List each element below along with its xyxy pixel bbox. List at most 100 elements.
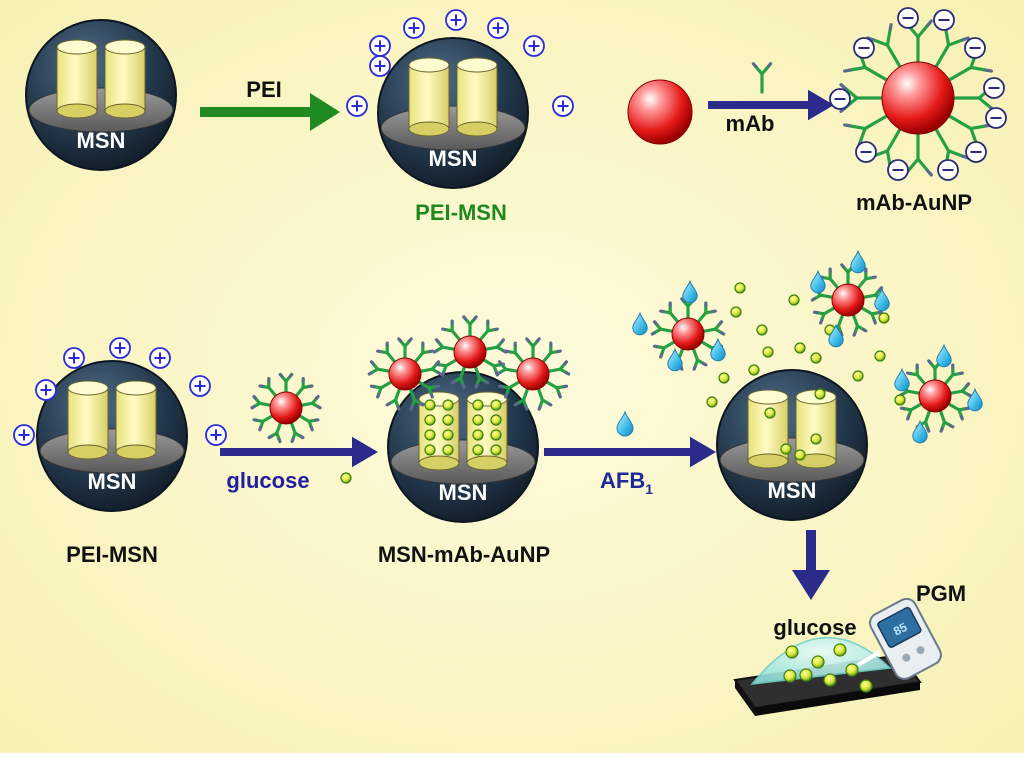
loaded-glucose-dot <box>443 445 453 455</box>
gold-nanoparticle-icon <box>628 80 692 144</box>
loaded-glucose-dot <box>473 445 483 455</box>
glucose-label: glucose <box>226 468 309 493</box>
msn-disk <box>720 438 864 482</box>
negative-charge <box>986 108 1006 128</box>
pei-msn-label-green: PEI-MSN <box>415 200 507 225</box>
msn-disk <box>29 88 173 132</box>
loaded-glucose-dot <box>473 400 483 410</box>
positive-charge <box>347 96 367 116</box>
gold-nanoparticle-icon <box>517 358 549 390</box>
loaded-glucose-dot <box>491 415 501 425</box>
glucose-dot <box>895 395 905 405</box>
msn-pore <box>68 381 108 459</box>
loaded-glucose-dot <box>473 415 483 425</box>
remaining-glucose-dot <box>795 450 805 460</box>
negative-charge <box>966 142 986 162</box>
gold-nanoparticle-icon <box>832 284 864 316</box>
negative-charge <box>965 38 985 58</box>
msn-label: MSN <box>429 146 478 171</box>
negative-charge <box>856 142 876 162</box>
glucose-dot <box>853 371 863 381</box>
negative-charge <box>830 89 850 109</box>
glucose-dot <box>341 473 351 483</box>
loaded-glucose-dot <box>425 415 435 425</box>
glucose-dot <box>789 295 799 305</box>
positive-charge <box>488 18 508 38</box>
dome-glucose-dot <box>834 644 846 656</box>
glucose-dot <box>757 325 767 335</box>
glucose-dot <box>795 343 805 353</box>
dome-glucose-dot <box>812 656 824 668</box>
negative-charge <box>938 160 958 180</box>
loaded-glucose-dot <box>425 445 435 455</box>
msn-pore <box>116 381 156 459</box>
pgm-label: PGM <box>916 581 966 606</box>
gold-nanoparticle-icon <box>389 358 421 390</box>
positive-charge <box>150 348 170 368</box>
remaining-glucose-dot <box>781 444 791 454</box>
negative-charge <box>898 8 918 28</box>
remaining-glucose-dot <box>765 408 775 418</box>
mab-aunp-label: mAb-AuNP <box>856 190 972 215</box>
dome-glucose-dot <box>860 680 872 692</box>
glucose-readout-label: glucose <box>773 615 856 640</box>
glucose-dot <box>749 365 759 375</box>
msn-pore <box>57 40 97 118</box>
gold-nanoparticle-icon <box>919 380 951 412</box>
negative-charge <box>984 78 1004 98</box>
positive-charge <box>36 380 56 400</box>
positive-charge <box>14 425 34 445</box>
positive-charge <box>446 10 466 30</box>
msn-top-pei: MSN <box>378 38 528 188</box>
dome-glucose-dot <box>786 646 798 658</box>
positive-charge <box>110 338 130 358</box>
glucose-dot <box>875 351 885 361</box>
loaded-glucose-dot <box>491 400 501 410</box>
positive-charge <box>370 56 390 76</box>
msn-disk <box>381 106 525 150</box>
dome-glucose-dot <box>784 670 796 682</box>
remaining-glucose-dot <box>811 434 821 444</box>
glucose-dot <box>815 389 825 399</box>
msn-released: MSN <box>717 370 867 520</box>
negative-charge <box>854 38 874 58</box>
glucose-dot <box>719 373 729 383</box>
msn-pore <box>748 390 788 468</box>
positive-charge <box>553 96 573 116</box>
loaded-glucose-dot <box>425 400 435 410</box>
glucose-dot <box>811 353 821 363</box>
loaded-glucose-dot <box>443 430 453 440</box>
gold-nanoparticle-icon <box>882 62 954 134</box>
msn-disk <box>40 429 184 473</box>
msn-loaded-capped: MSN <box>388 372 538 522</box>
positive-charge <box>64 348 84 368</box>
negative-charge <box>934 10 954 30</box>
negative-charge <box>888 160 908 180</box>
gold-nanoparticle-icon <box>270 392 302 424</box>
dome-glucose-dot <box>800 669 812 681</box>
positive-charge <box>524 36 544 56</box>
msn-pore <box>457 58 497 136</box>
loaded-glucose-dot <box>443 400 453 410</box>
pei-msn-label: PEI-MSN <box>66 542 158 567</box>
msn-disk <box>391 440 535 484</box>
glucose-dot <box>731 307 741 317</box>
positive-charge <box>206 425 226 445</box>
msn-pore <box>105 40 145 118</box>
loaded-glucose-dot <box>425 430 435 440</box>
msn-label: MSN <box>439 480 488 505</box>
mab-label: mAb <box>726 111 775 136</box>
dome-glucose-dot <box>846 664 858 676</box>
positive-charge <box>190 376 210 396</box>
glucose-dot <box>763 347 773 357</box>
loaded-glucose-dot <box>473 430 483 440</box>
msn-mab-aunp-label: MSN-mAb-AuNP <box>378 542 550 567</box>
loaded-glucose-dot <box>443 415 453 425</box>
dome-glucose-dot <box>824 674 836 686</box>
msn-bottom-pei: MSN <box>37 361 187 511</box>
glucose-dot <box>735 283 745 293</box>
loaded-glucose-dot <box>491 430 501 440</box>
msn-label: MSN <box>77 128 126 153</box>
